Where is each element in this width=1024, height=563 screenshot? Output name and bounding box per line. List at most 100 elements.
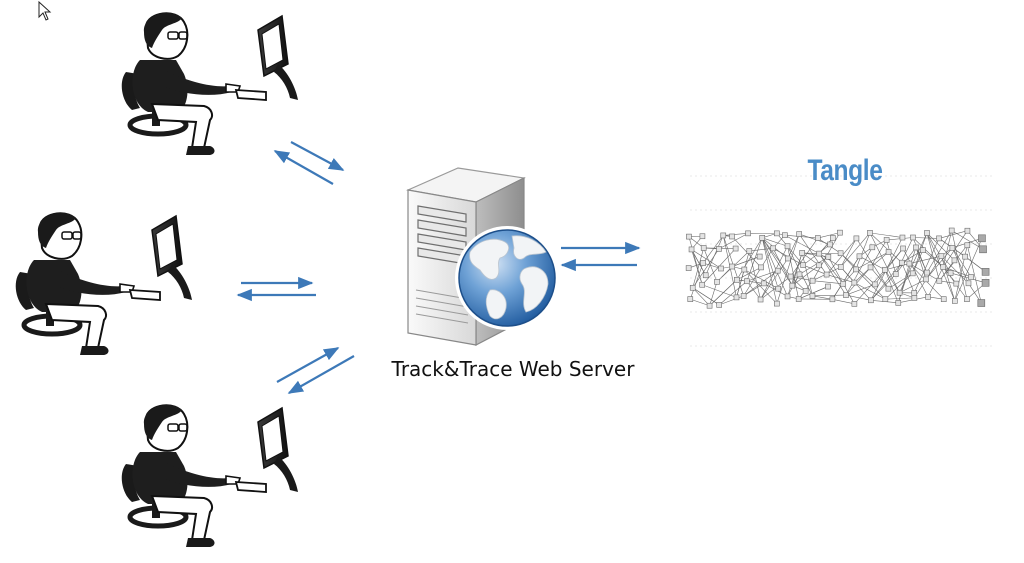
tangle-node xyxy=(782,232,788,239)
tangle-node xyxy=(825,283,831,290)
tangle-node xyxy=(758,264,764,271)
tangle-node xyxy=(920,247,926,253)
arrow-to-client xyxy=(273,150,334,185)
tangle-node xyxy=(688,246,695,253)
tangle-node xyxy=(784,243,791,250)
arrow-to-server xyxy=(276,347,340,383)
person-at-computer-icon xyxy=(16,213,192,355)
arrow-to-server xyxy=(290,141,345,171)
tangle-node xyxy=(757,296,764,303)
tangle-node xyxy=(882,266,888,273)
tangle-node xyxy=(896,289,903,296)
tangle-node xyxy=(853,235,860,242)
tangle-node xyxy=(925,294,931,300)
tangle-node xyxy=(953,280,960,287)
tangle-node xyxy=(867,264,874,271)
dag-network-icon xyxy=(685,175,995,347)
tangle-node xyxy=(720,232,727,239)
tangle-node xyxy=(823,271,830,278)
tangle-node xyxy=(979,245,987,254)
tangle-node xyxy=(948,227,955,234)
tangle-node xyxy=(924,269,930,276)
tangle-node xyxy=(770,245,776,252)
person-at-computer-icon xyxy=(122,405,298,547)
tangle-node xyxy=(740,293,747,299)
tangle-node xyxy=(951,257,958,264)
tangle-node xyxy=(882,296,889,302)
tangle-node xyxy=(938,253,945,259)
tangle-node xyxy=(837,264,844,270)
tangle-node xyxy=(699,233,706,240)
tangle-node xyxy=(940,296,947,302)
tangle-node xyxy=(774,267,781,274)
tangle-node xyxy=(892,271,899,277)
tangle-node xyxy=(964,296,970,302)
tangle-node xyxy=(911,290,918,296)
arrows-top-client xyxy=(273,141,345,185)
tangle-node xyxy=(947,270,954,276)
tangle-node xyxy=(964,242,971,249)
tangle-node xyxy=(689,284,696,291)
tangle-node xyxy=(745,230,751,237)
tangle-node xyxy=(924,230,930,236)
tangle-node xyxy=(827,241,833,248)
tangle-node xyxy=(868,297,874,304)
tangle-node xyxy=(700,260,706,266)
tangle-node xyxy=(734,276,740,283)
tangle-node xyxy=(977,299,986,307)
tangle-node xyxy=(732,245,739,252)
tangle-node xyxy=(816,250,823,257)
tangle-node xyxy=(775,285,782,292)
tangle-node xyxy=(949,245,956,251)
tangle-node xyxy=(785,255,791,262)
tangle-node xyxy=(784,293,791,300)
tangle-node xyxy=(867,230,873,236)
tangle-node xyxy=(829,296,836,303)
tangle-node xyxy=(898,259,905,266)
tangle-node xyxy=(843,292,849,298)
tangle-node xyxy=(795,296,802,302)
tangle-node xyxy=(964,227,971,234)
tangle-node xyxy=(744,278,750,285)
tangle-node xyxy=(936,277,943,284)
tangle-node xyxy=(699,281,706,288)
tangle-node xyxy=(729,263,736,270)
tangle-node xyxy=(871,281,878,288)
tangle-node xyxy=(978,234,986,243)
tangle-node xyxy=(830,235,836,241)
client-person-middle xyxy=(16,213,192,355)
tangle-node xyxy=(716,302,722,308)
tangle-node xyxy=(952,298,958,304)
tangle-node xyxy=(851,279,858,286)
mouse-pointer-icon xyxy=(38,0,52,21)
tangle-node xyxy=(799,250,805,256)
tangle-title: Tangle xyxy=(807,154,883,187)
tangle-node xyxy=(760,280,767,287)
tangle-node xyxy=(789,282,796,289)
tangle-node xyxy=(687,296,694,302)
tangle-node xyxy=(815,235,821,241)
tangle-node xyxy=(837,250,844,257)
tangle-node xyxy=(787,273,794,280)
arrows-middle-client xyxy=(236,276,316,302)
tangle-node xyxy=(965,280,972,287)
arrows-server-tangle xyxy=(560,241,641,272)
tangle-node xyxy=(923,276,929,283)
tangle-node xyxy=(851,301,858,307)
tangle-node xyxy=(962,253,969,260)
web-server-globe-icon xyxy=(405,167,559,346)
tangle-node xyxy=(837,229,843,236)
tangle-node xyxy=(729,233,735,240)
tangle-node xyxy=(774,230,780,237)
tangle-node xyxy=(856,253,863,260)
tangle-node xyxy=(802,288,809,294)
tangle-node xyxy=(981,279,990,287)
tangle-node xyxy=(800,262,806,268)
tangle-node xyxy=(733,294,740,301)
arrow-to-client xyxy=(287,355,355,394)
tangle-node xyxy=(981,268,990,276)
tangle-node xyxy=(759,235,766,241)
tangle-node xyxy=(940,264,947,270)
tangle-node xyxy=(741,266,748,273)
